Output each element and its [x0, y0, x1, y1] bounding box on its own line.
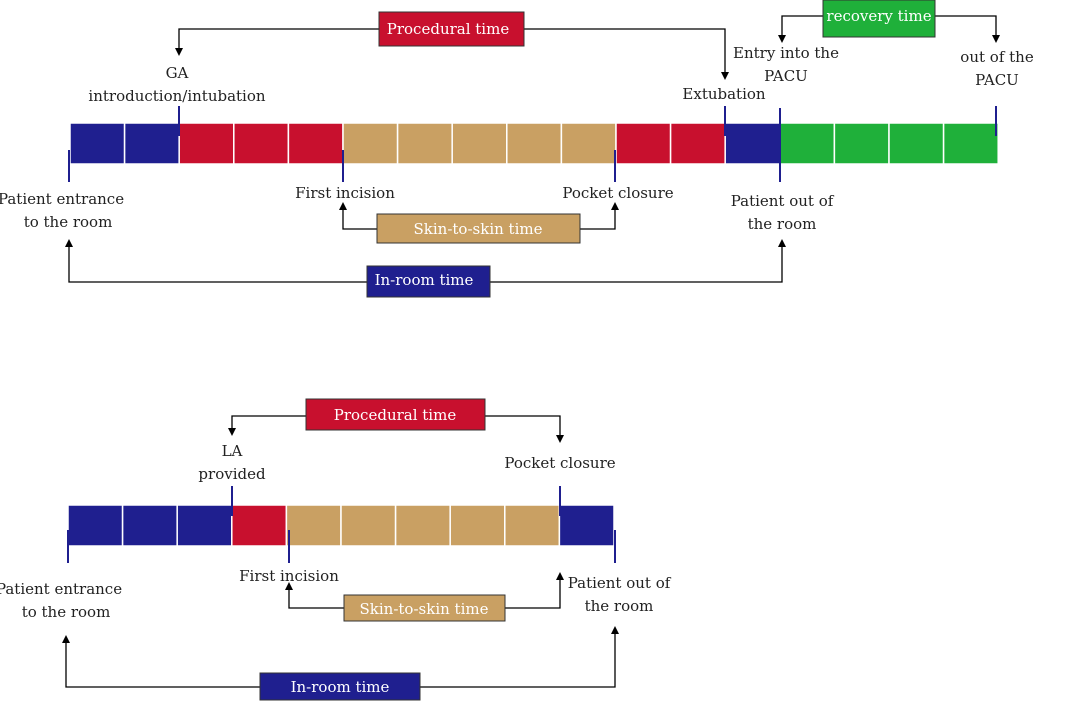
bottom-in-room-right-arrow — [420, 626, 619, 688]
bottom-pocket-closure-label: Pocket closure — [504, 454, 615, 472]
bottom-bar-segment-red — [231, 504, 288, 547]
top-recovery-time-connector — [778, 15, 1000, 43]
entry-pacu-label-line1: Entry into the — [733, 44, 839, 62]
la-label-line1: LA — [222, 442, 243, 460]
top-bar-ticks — [68, 106, 997, 182]
procedural-left-arrow — [175, 28, 379, 56]
top-bar-segment-red — [669, 122, 726, 165]
top-patient-entrance-line1: Patient entrance — [0, 190, 124, 208]
bottom-skin-to-skin-connector — [285, 572, 564, 609]
top-procedural-time-label: Procedural time — [387, 20, 510, 38]
bottom-procedural-time-connector — [228, 415, 564, 443]
top-bar-segment-tan — [506, 122, 563, 165]
top-bar-segment-tan — [342, 122, 399, 165]
bottom-patient-out-line1: Patient out of — [568, 574, 672, 592]
top-in-room-label: In-room time — [375, 271, 474, 289]
bottom-bar-ticks — [67, 486, 616, 563]
top-in-room-connector — [65, 239, 786, 283]
bottom-skin-right-arrow — [505, 572, 564, 609]
top-bar-segment-red — [233, 122, 290, 165]
recovery-left-arrow — [778, 15, 823, 43]
top-recovery-time-label: recovery time — [826, 7, 931, 25]
la-label-line2: provided — [198, 465, 266, 483]
top-timeline-bar — [69, 122, 999, 165]
bottom-procedural-left-arrow — [228, 415, 306, 436]
top-in-room-left-arrow — [65, 239, 367, 283]
bottom-bar-segment-blue — [176, 504, 233, 547]
bottom-bar-segment-blue — [67, 504, 124, 547]
top-procedural-time-box — [378, 11, 525, 47]
bottom-bar-segment-tan — [394, 504, 451, 547]
bottom-patient-entrance-line2: to the room — [22, 603, 111, 621]
top-bar-segment-blue — [69, 122, 126, 165]
top-in-room-right-arrow — [490, 239, 786, 283]
top-bar-segment-green — [779, 122, 836, 165]
top-bar-segment-tan — [396, 122, 453, 165]
bottom-bar-segment-tan — [449, 504, 506, 547]
extubation-label: Extubation — [682, 85, 765, 103]
top-skin-right-arrow — [580, 202, 619, 230]
out-pacu-label-line1: out of the — [960, 48, 1034, 66]
top-skin-to-skin-connector — [339, 202, 619, 230]
top-skin-left-arrow — [339, 202, 377, 230]
bottom-in-room-connector — [62, 626, 619, 688]
top-bar-segment-green — [833, 122, 890, 165]
entry-pacu-label-line2: PACU — [764, 67, 808, 85]
bottom-bar-segment-blue — [558, 504, 615, 547]
bottom-procedural-time-box — [305, 398, 486, 431]
top-patient-out-line2: the room — [748, 215, 817, 233]
top-skin-to-skin-label: Skin-to-skin time — [414, 220, 543, 238]
local-anesthesia-timeline: Procedural time LA provided Pocket closu… — [0, 398, 672, 701]
ga-label-line2: introduction/intubation — [88, 87, 265, 105]
bottom-bar-segment-tan — [285, 504, 342, 547]
top-pocket-closure-label: Pocket closure — [562, 184, 673, 202]
top-bar-segment-blue — [123, 122, 180, 165]
top-first-incision-label: First incision — [295, 184, 395, 202]
bottom-first-incision-label: First incision — [239, 567, 339, 585]
top-in-room-box — [366, 265, 491, 298]
top-bar-segment-tan — [560, 122, 617, 165]
bottom-procedural-time-label: Procedural time — [334, 406, 457, 424]
bottom-skin-to-skin-label: Skin-to-skin time — [360, 600, 489, 618]
top-bar-segment-green — [942, 122, 999, 165]
top-bar-segment-green — [888, 122, 945, 165]
out-pacu-label-line2: PACU — [975, 71, 1019, 89]
top-bar-segment-red — [615, 122, 672, 165]
bottom-skin-to-skin-box — [343, 594, 506, 622]
procedural-right-arrow — [524, 28, 729, 80]
top-patient-entrance-line2: to the room — [24, 213, 113, 231]
general-anesthesia-timeline: Procedural time recovery time GA introdu… — [0, 0, 1034, 298]
bottom-in-room-left-arrow — [62, 635, 260, 688]
top-skin-to-skin-box — [376, 213, 581, 244]
bottom-skin-left-arrow — [285, 582, 344, 609]
top-recovery-time-box — [822, 0, 936, 38]
ga-label-line1: GA — [166, 64, 189, 82]
bottom-in-room-box — [259, 672, 421, 701]
bottom-bar-segment-blue — [121, 504, 178, 547]
top-bar-segment-red — [178, 122, 235, 165]
bottom-patient-out-line2: the room — [585, 597, 654, 615]
bottom-in-room-label: In-room time — [291, 678, 390, 696]
bottom-bar-segment-tan — [504, 504, 561, 547]
top-bar-segment-red — [287, 122, 344, 165]
bottom-bar-segment-tan — [340, 504, 397, 547]
bottom-procedural-right-arrow — [485, 415, 564, 443]
top-bar-segment-blue — [724, 122, 781, 165]
bottom-patient-entrance-line1: Patient entrance — [0, 580, 122, 598]
top-patient-out-line1: Patient out of — [731, 192, 835, 210]
top-procedural-time-connector — [175, 28, 729, 80]
bottom-timeline-bar — [67, 504, 615, 547]
top-bar-segment-tan — [451, 122, 508, 165]
recovery-right-arrow — [935, 15, 1000, 43]
